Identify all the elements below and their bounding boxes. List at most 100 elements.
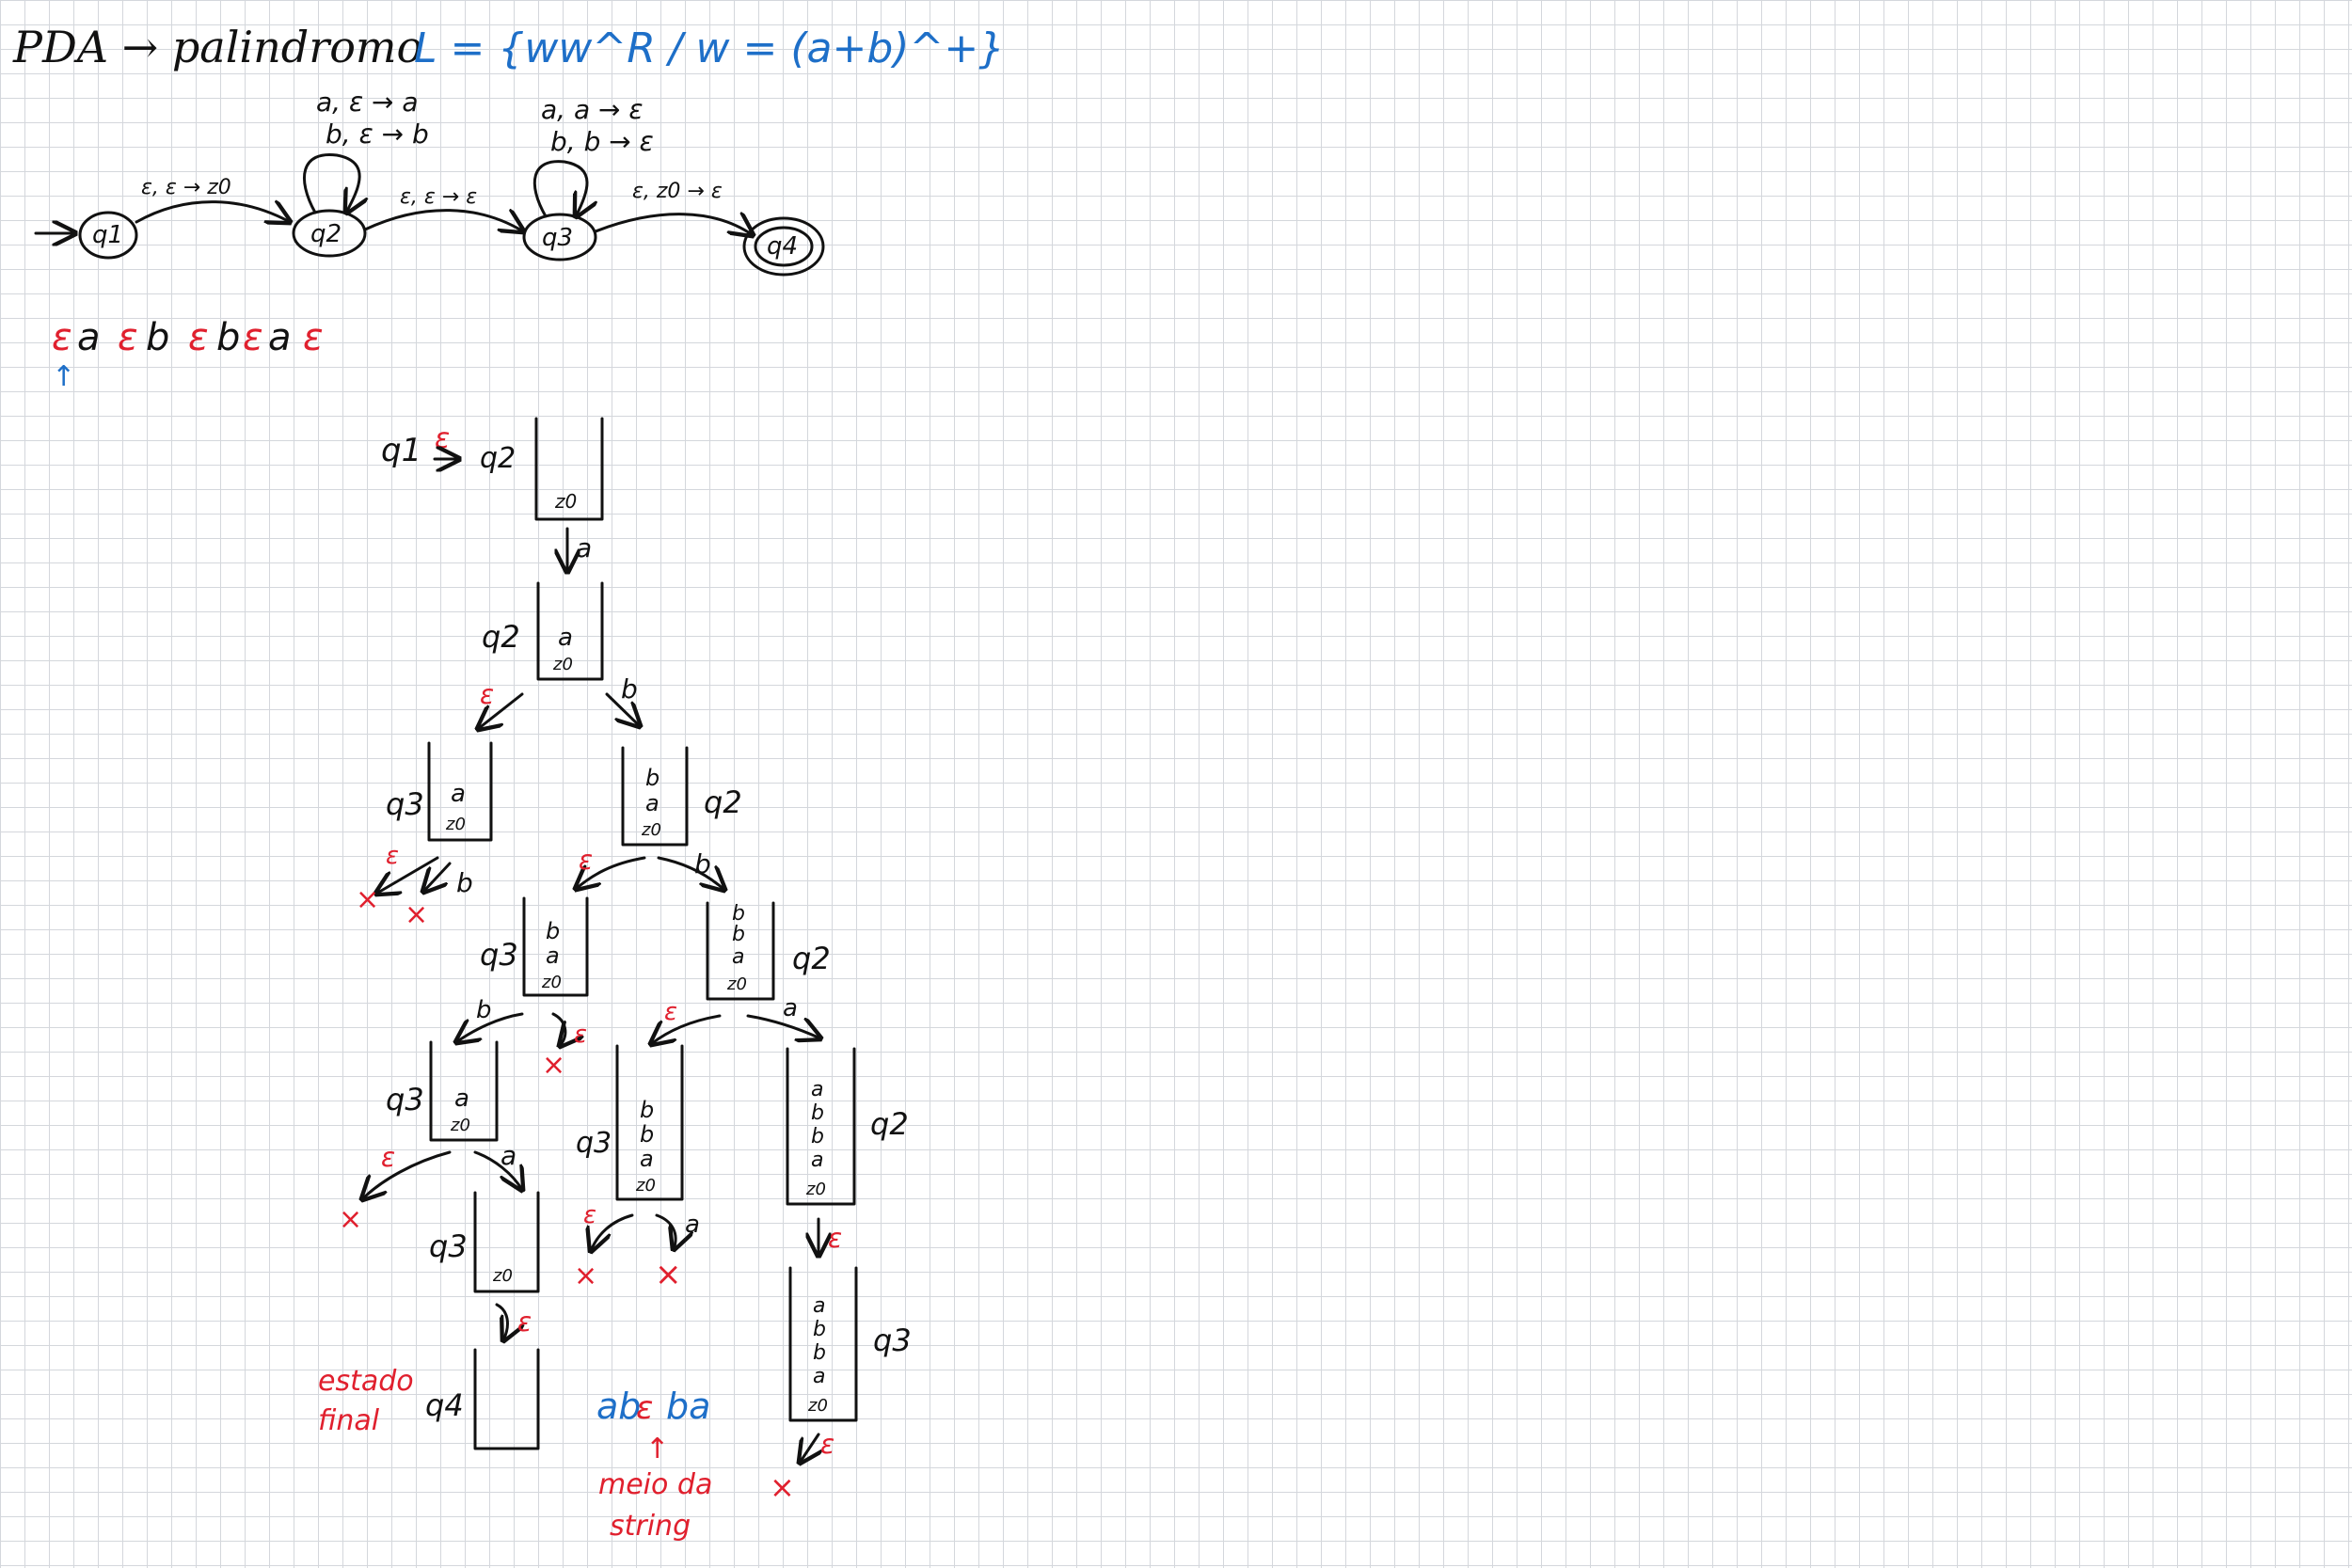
- edge-arrow: [362, 1150, 452, 1199]
- state-label-q3: q3: [429, 1228, 468, 1264]
- edge-arrow: [591, 1213, 634, 1251]
- stack-bottom-z0: z0: [552, 655, 573, 674]
- stack-l4-c: [786, 1047, 856, 1206]
- stack-item-b: b: [546, 918, 560, 944]
- input-trace: ε a ε b ε b ε a ε ↑: [52, 316, 324, 393]
- note-final-state-2: final: [318, 1404, 380, 1437]
- reject-mark: ×: [356, 883, 379, 916]
- stack-l6-a: [473, 1348, 540, 1450]
- loop-q3-label-2: b, b → ε: [550, 126, 654, 157]
- stack-l2-right: [621, 746, 689, 847]
- stack-bottom-z0: z0: [450, 1116, 470, 1135]
- state-q4-outer: [742, 216, 825, 277]
- stack-item-b: b: [811, 1101, 824, 1125]
- stack-item-a: a: [546, 942, 560, 969]
- edge-label-b: b: [621, 673, 638, 705]
- edge-arrow: [495, 1303, 507, 1340]
- edge-arrow: [423, 862, 452, 892]
- reject-mark: ×: [405, 898, 428, 931]
- root-state-q1: q1: [381, 432, 421, 469]
- edge-label-eps: ε: [664, 998, 677, 1026]
- trace-symbol: ε: [52, 316, 72, 359]
- stack-item-b: b: [732, 902, 745, 926]
- edge-label-b: b: [456, 867, 473, 898]
- edge-label-a: a: [576, 532, 592, 563]
- stack-item-a: a: [811, 1078, 823, 1101]
- stack-bottom-z0: z0: [807, 1396, 828, 1416]
- loop-q3-label-1: a, a → ε: [541, 94, 644, 125]
- middle-pointer: ↑: [645, 1433, 669, 1465]
- stack-l5-a: [473, 1191, 540, 1293]
- trace-symbol: b: [216, 316, 240, 359]
- state-q3: [522, 213, 597, 261]
- state-label-q2: q2: [482, 619, 520, 655]
- stack-item-b: b: [813, 1341, 826, 1365]
- edge-label-b: b: [694, 848, 711, 879]
- trace-symbol: ε: [118, 316, 138, 359]
- reject-mark: ×: [542, 1049, 565, 1082]
- edge-arrow: [478, 692, 524, 729]
- stack-l3-a: [522, 896, 589, 997]
- state-q4-label: q4: [767, 232, 798, 261]
- stack-item-b: b: [645, 765, 660, 791]
- stack-item-b: b: [732, 923, 745, 946]
- edge-label-eps: ε: [820, 1429, 834, 1460]
- root-eps: ε: [435, 422, 450, 455]
- stack-l4-a: [429, 1040, 499, 1142]
- edge-arrow: [651, 1014, 722, 1044]
- stack-l2-left: [427, 741, 493, 842]
- state-label-q3: q3: [386, 786, 424, 822]
- string-right: ba: [666, 1386, 710, 1427]
- trace-symbol: ε: [243, 316, 263, 359]
- edge-label-a: a: [783, 994, 798, 1022]
- edge-arrow: [456, 1012, 524, 1042]
- edge-label-eps: ε: [579, 845, 593, 876]
- trace-pointer-arrow: ↑: [52, 360, 75, 393]
- edge-label-a: a: [501, 1140, 516, 1171]
- trace-symbol: a: [268, 316, 292, 359]
- edge-label-eps: ε: [583, 1201, 596, 1229]
- pda-automaton: q1 q2 q3 q4 ε, ε → z0 a, ε → a b, ε → b …: [34, 87, 825, 277]
- stack-item-b: b: [813, 1318, 826, 1341]
- stack-bottom-z0: z0: [726, 974, 747, 994]
- edge-label-eps: ε: [381, 1142, 395, 1173]
- state-q1-label: q1: [92, 221, 123, 249]
- note-middle-1: meio da: [598, 1468, 712, 1501]
- loop-q2: [302, 152, 359, 213]
- reject-mark: ×: [770, 1469, 795, 1505]
- string-left: ab: [596, 1386, 641, 1427]
- stack-bottom-z0: z0: [635, 1176, 656, 1196]
- loop-q3: [532, 160, 587, 216]
- state-label-q3: q3: [873, 1323, 912, 1358]
- state-label-q3: q3: [386, 1082, 424, 1117]
- state-label-q4: q4: [425, 1387, 464, 1423]
- root-state-q2: q2: [480, 442, 516, 475]
- edge-arrow: [376, 856, 439, 894]
- edge-label-eps: ε: [386, 842, 399, 870]
- stack-bottom-z0: z0: [492, 1266, 513, 1286]
- reject-mark: ×: [339, 1203, 362, 1236]
- loop-q2-label-1: a, ε → a: [316, 87, 419, 118]
- note-middle-2: string: [610, 1510, 691, 1543]
- reject-mark: ×: [574, 1259, 597, 1292]
- state-q4: [754, 226, 814, 267]
- transition-q1-q2: [135, 202, 290, 222]
- state-q1: [78, 211, 138, 260]
- stack-bottom-z0: z0: [554, 490, 577, 513]
- stack-bottom-z0: z0: [541, 973, 562, 992]
- edge-arrow: [576, 856, 646, 889]
- stack-item-b: b: [640, 1121, 654, 1148]
- stack-item-b: b: [640, 1097, 654, 1123]
- trace-symbol: ε: [188, 316, 209, 359]
- stack-item-a: a: [558, 624, 573, 652]
- stack-item-a: a: [640, 1146, 654, 1172]
- transition-q3-q4: [594, 214, 753, 235]
- edge-label-eps: ε: [517, 1307, 532, 1338]
- stack-item-a: a: [732, 945, 744, 969]
- stack-l5-c: [788, 1266, 858, 1422]
- stack-item-a: a: [813, 1294, 825, 1318]
- transition-q1-q2-label: ε, ε → z0: [141, 176, 231, 199]
- edge-label-b: b: [476, 996, 492, 1024]
- stack-item-a: a: [451, 780, 466, 808]
